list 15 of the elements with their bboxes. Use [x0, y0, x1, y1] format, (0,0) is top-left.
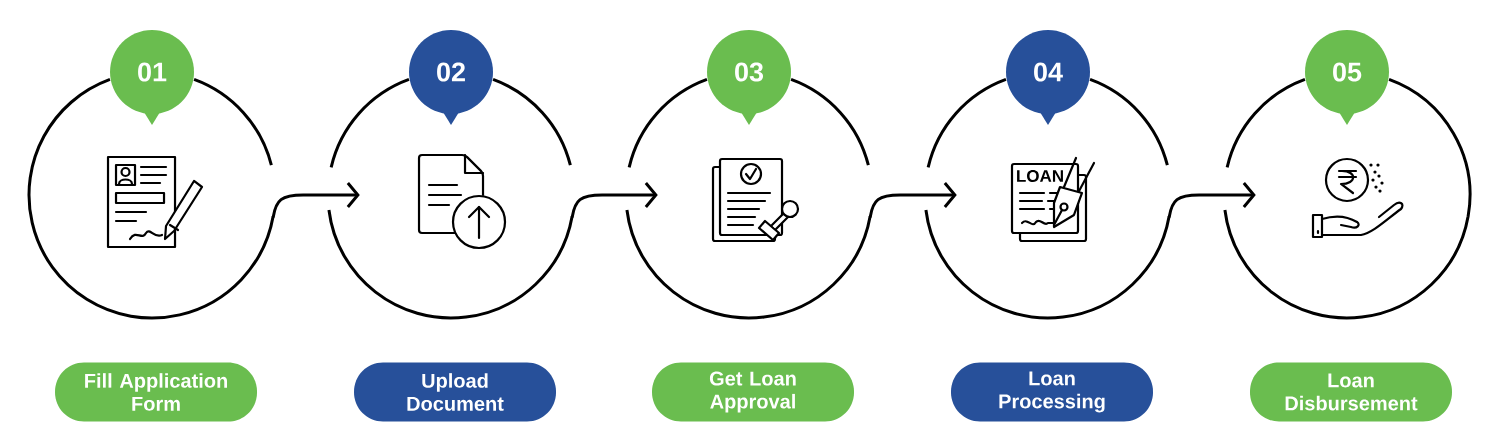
arrow	[271, 182, 360, 218]
step-label: Fill Application Form	[55, 362, 257, 422]
step-label: Loan Disbursement	[1250, 362, 1452, 422]
document-heading: LOAN	[1017, 170, 1063, 182]
number-badge: 05	[1305, 30, 1389, 125]
step-label: Loan Processing	[951, 362, 1153, 422]
arrow	[1167, 182, 1256, 218]
arrow	[868, 182, 957, 218]
step-label: Upload Document	[354, 362, 556, 422]
number-badge: 02	[409, 30, 493, 125]
number-badge: 01	[110, 30, 194, 125]
number-badge: 03	[707, 30, 791, 125]
arrow	[570, 182, 658, 218]
number-badge: 04	[1006, 30, 1090, 125]
step-label: Get Loan Approval	[652, 362, 854, 422]
